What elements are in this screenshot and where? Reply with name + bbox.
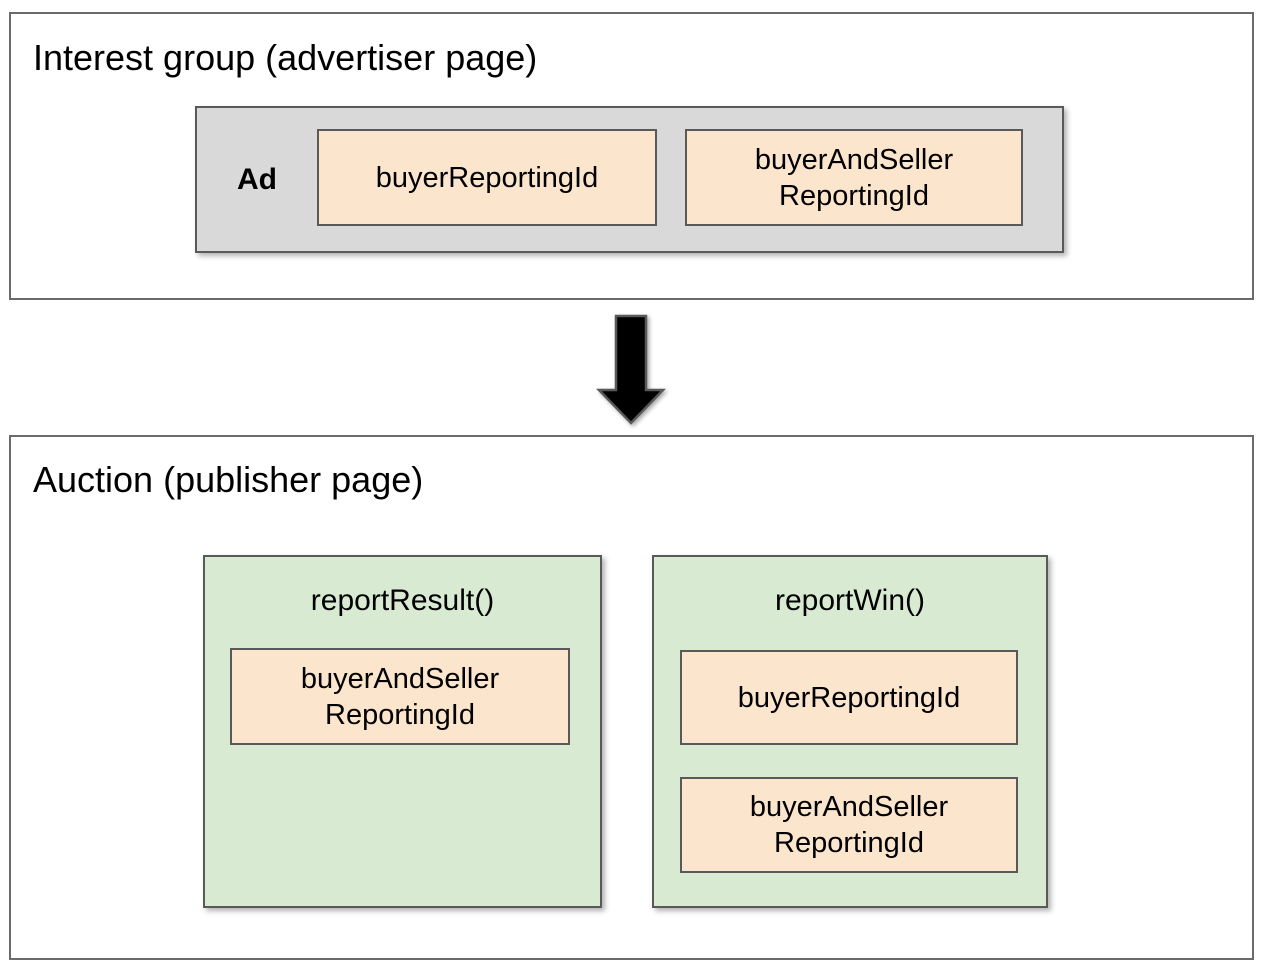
report-result-buyer-and-seller-box: buyerAndSeller ReportingId xyxy=(230,648,570,745)
auction-title: Auction (publisher page) xyxy=(33,459,424,500)
report-win-field2-line2: ReportingId xyxy=(774,827,924,859)
report-win-buyer-reporting-id-box: buyerReportingId xyxy=(680,650,1018,745)
buyer-and-seller-reporting-id-box: buyerAndSeller ReportingId xyxy=(685,129,1023,226)
report-win-field2-line1: buyerAndSeller xyxy=(749,791,949,823)
down-arrow-icon xyxy=(596,314,666,425)
report-win-field1-label: buyerReportingId xyxy=(737,681,961,714)
interest-group-title: Interest group (advertiser page) xyxy=(33,37,538,78)
report-win-label: reportWin() xyxy=(774,584,925,617)
buyer-and-seller-reporting-id-line1: buyerAndSeller xyxy=(754,143,954,176)
report-result-label: reportResult() xyxy=(310,584,495,617)
buyer-reporting-id-box: buyerReportingId xyxy=(317,129,657,226)
buyer-and-seller-reporting-id-line2: ReportingId xyxy=(779,179,929,212)
ad-label: Ad xyxy=(237,162,277,196)
report-result-field-line2: ReportingId xyxy=(325,698,475,731)
buyer-reporting-id-label: buyerReportingId xyxy=(375,161,599,194)
report-win-buyer-and-seller-box: buyerAndSeller ReportingId xyxy=(680,777,1018,873)
report-result-field-line1: buyerAndSeller xyxy=(300,662,500,695)
auction-panel xyxy=(9,435,1254,960)
